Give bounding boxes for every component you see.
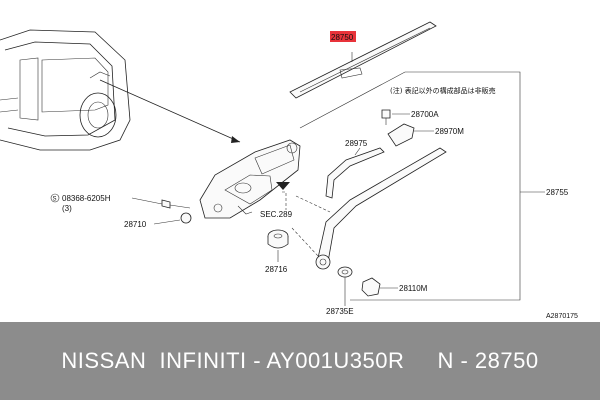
svg-text:SEC.289: SEC.289 bbox=[260, 210, 293, 219]
svg-text:28750: 28750 bbox=[331, 33, 354, 42]
svg-text:28716: 28716 bbox=[265, 265, 288, 274]
section-reference: SEC.289 bbox=[260, 182, 293, 219]
blade-highlight bbox=[330, 31, 356, 42]
svg-text:28970M: 28970M bbox=[435, 127, 464, 136]
nut-28110m: 28110M bbox=[361, 277, 428, 297]
motor-label: 28710 bbox=[124, 212, 192, 229]
svg-text:08368-6205H: 08368-6205H bbox=[62, 194, 111, 203]
vehicle-rear-illustration bbox=[0, 29, 131, 151]
grommet-28716: 28716 bbox=[265, 229, 289, 274]
dashed-connectors bbox=[291, 195, 331, 257]
svg-text:S: S bbox=[53, 197, 57, 203]
nut-28700a: 28700A bbox=[381, 109, 439, 125]
footer-bar: NISSAN INFINITI - AY001U350R N - 28750 bbox=[0, 322, 600, 400]
blade-label: 28750 bbox=[330, 31, 356, 42]
cap-28970m: 28970M bbox=[387, 123, 464, 147]
wiper-arm-28755: 28755 bbox=[315, 147, 569, 270]
svg-text:28110M: 28110M bbox=[399, 284, 428, 293]
callout-arrow bbox=[99, 79, 241, 143]
arm-assembly-box bbox=[299, 71, 545, 301]
svg-text:(3): (3) bbox=[62, 204, 72, 213]
diagram-code: A2870175 bbox=[546, 313, 578, 320]
svg-text:28755: 28755 bbox=[546, 188, 569, 197]
svg-text:28975: 28975 bbox=[345, 139, 368, 148]
wiper-blade bbox=[289, 21, 437, 99]
washer-28735e: 28735E bbox=[326, 266, 354, 316]
svg-text:28710: 28710 bbox=[124, 220, 147, 229]
svg-text:28735E: 28735E bbox=[326, 307, 354, 316]
arm-insert-28975: 28975 bbox=[325, 139, 385, 199]
parts-diagram: 28750 (注) 表記以外の構成部品は非販売 28700A 28970M 28… bbox=[0, 21, 578, 320]
diagram-canvas: 28750 (注) 表記以外の構成部品は非販売 28700A 28970M 28… bbox=[0, 21, 578, 320]
wiper-motor-28710 bbox=[199, 139, 301, 219]
screw-08368-6205h: S 08368-6205H (3) bbox=[50, 193, 191, 213]
svg-text:28700A: 28700A bbox=[411, 110, 439, 119]
note-label: (注) 表記以外の構成部品は非販売 bbox=[390, 86, 496, 95]
part-number-caption: NISSAN INFINITI - AY001U350R N - 28750 bbox=[61, 348, 539, 373]
